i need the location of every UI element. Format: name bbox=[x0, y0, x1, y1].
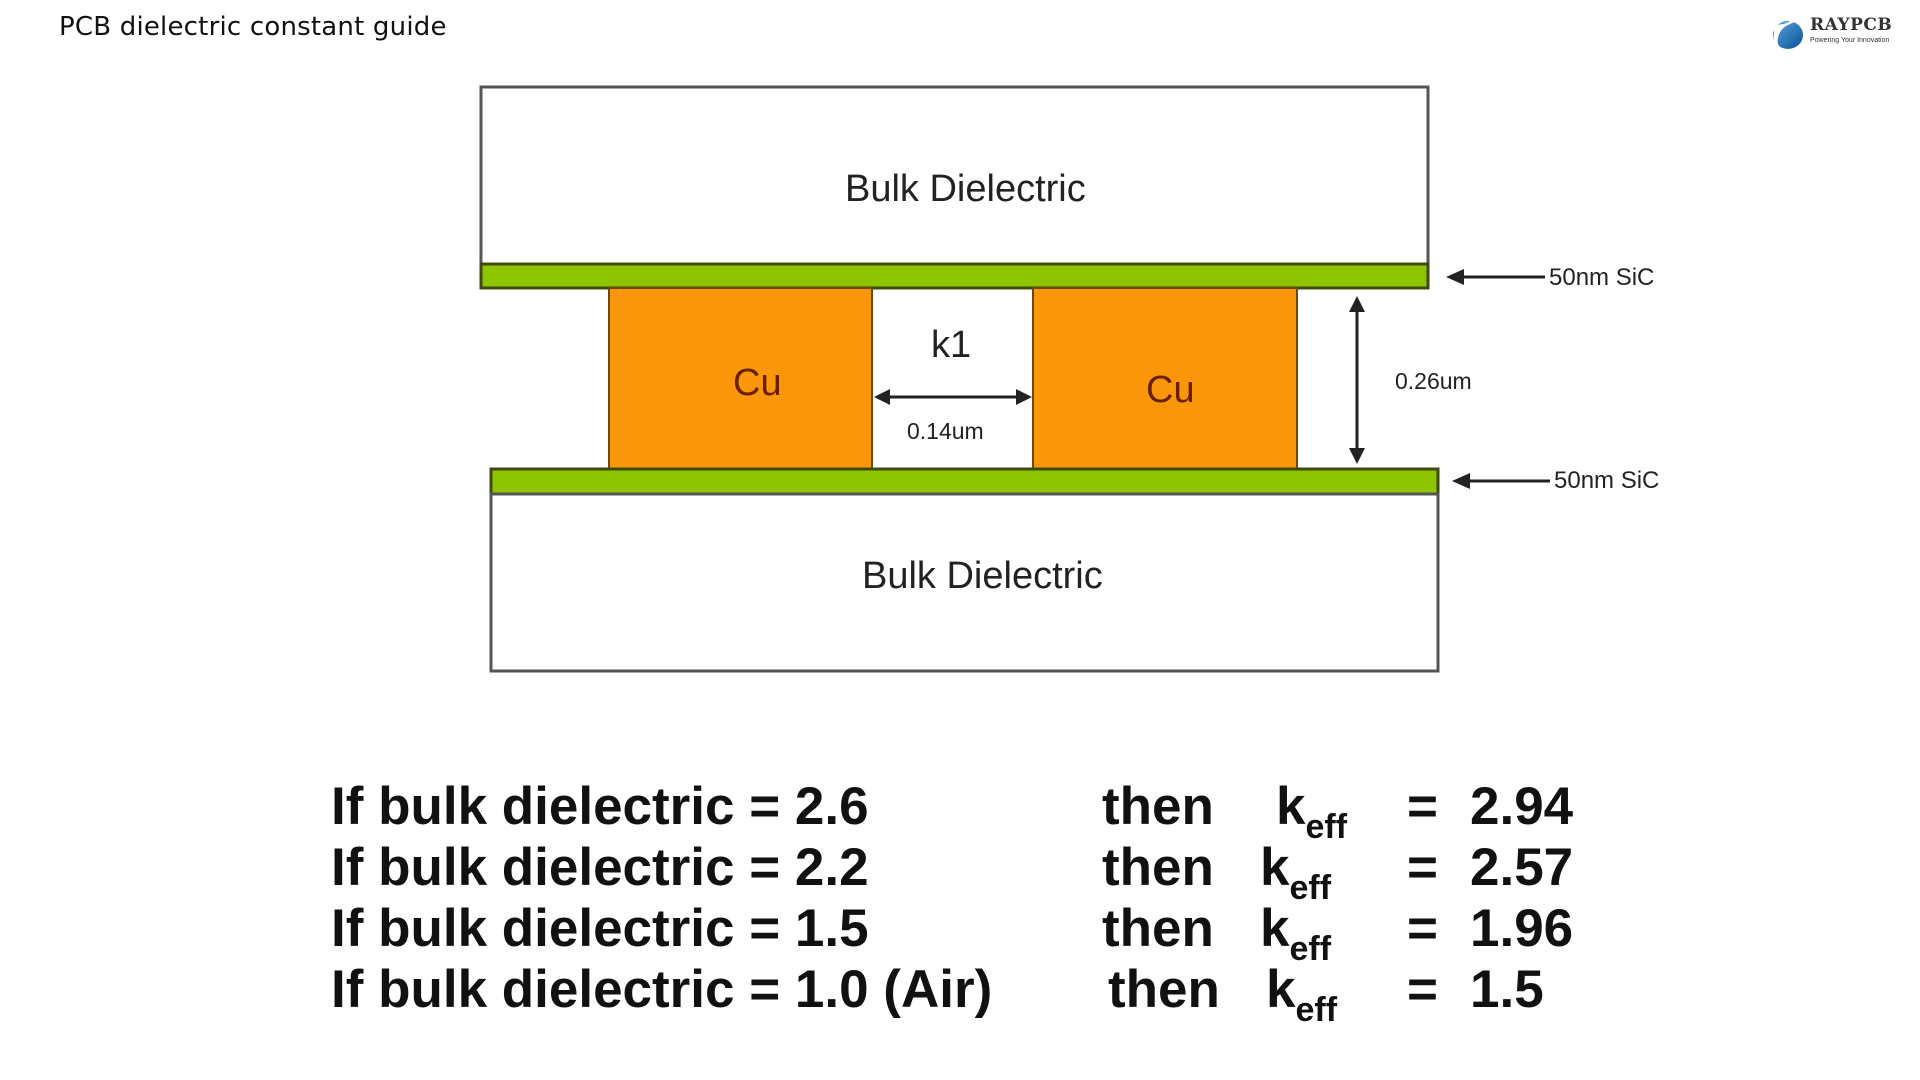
gap-k1-label: k1 bbox=[931, 324, 972, 366]
bottom-sic-layer bbox=[489, 467, 1440, 496]
equation-row: If bulk dielectric = 1.0 (Air) then keff… bbox=[0, 959, 1920, 1029]
equation-row: If bulk dielectric = 2.2 then keff = 2.5… bbox=[0, 837, 1920, 907]
equation-equals: = bbox=[1407, 899, 1438, 958]
equation-then: then bbox=[1102, 899, 1214, 958]
equation-condition: If bulk dielectric = 2.6 bbox=[331, 777, 869, 836]
equation-row: If bulk dielectric = 2.6 then keff = 2.9… bbox=[0, 776, 1920, 846]
logo-tagline: Powering Your Innovation bbox=[1810, 37, 1890, 44]
bottom-sic-pointer-arrow bbox=[1452, 473, 1550, 489]
height-label: 0.26um bbox=[1395, 368, 1472, 394]
raypcb-logo-icon bbox=[1770, 15, 1804, 50]
equation-condition: If bulk dielectric = 2.2 bbox=[331, 838, 869, 897]
equation-condition: If bulk dielectric = 1.5 bbox=[331, 899, 869, 958]
equation-then: then bbox=[1102, 777, 1214, 836]
logo-name: RAYPCB bbox=[1810, 15, 1893, 35]
equation-keff: keff bbox=[1266, 960, 1338, 1029]
bottom-bulk-dielectric-label: Bulk Dielectric bbox=[862, 555, 1103, 597]
conductor-left bbox=[608, 287, 873, 470]
equation-keff: keff bbox=[1260, 899, 1332, 968]
equation-equals: = bbox=[1407, 838, 1438, 897]
top-bulk-dielectric-label: Bulk Dielectric bbox=[845, 168, 1086, 210]
conductor-right-label: Cu bbox=[1146, 369, 1195, 411]
equation-value: 2.94 bbox=[1470, 777, 1574, 836]
bottom-sic-label: 50nm SiC bbox=[1554, 467, 1660, 494]
conductor-right bbox=[1032, 287, 1298, 470]
gap-width-label: 0.14um bbox=[907, 418, 984, 444]
brand-logo[interactable]: RAYPCB Powering Your Innovation bbox=[1766, 12, 1896, 52]
stack-diagram bbox=[479, 85, 1550, 673]
top-sic-layer bbox=[479, 262, 1430, 290]
equation-value: 1.5 bbox=[1470, 960, 1544, 1019]
bottom-bulk-dielectric bbox=[489, 492, 1440, 673]
equation-keff: keff bbox=[1260, 838, 1332, 907]
top-sic-pointer-arrow bbox=[1446, 269, 1545, 285]
equation-value: 1.96 bbox=[1470, 899, 1574, 958]
equation-keff: keff bbox=[1276, 777, 1348, 846]
equation-value: 2.57 bbox=[1470, 838, 1574, 897]
top-sic-label: 50nm SiC bbox=[1549, 264, 1655, 291]
equation-condition: If bulk dielectric = 1.0 (Air) bbox=[331, 960, 993, 1019]
gap-width-arrow bbox=[874, 389, 1032, 405]
equation-then: then bbox=[1102, 838, 1214, 897]
equation-equals: = bbox=[1407, 777, 1438, 836]
equation-then: then bbox=[1108, 960, 1220, 1019]
conductor-left-label: Cu bbox=[733, 362, 782, 404]
height-arrow bbox=[1349, 296, 1365, 464]
equation-equals: = bbox=[1407, 960, 1438, 1019]
equation-row: If bulk dielectric = 1.5 then keff = 1.9… bbox=[0, 898, 1920, 968]
page-title: PCB dielectric constant guide bbox=[59, 12, 447, 42]
